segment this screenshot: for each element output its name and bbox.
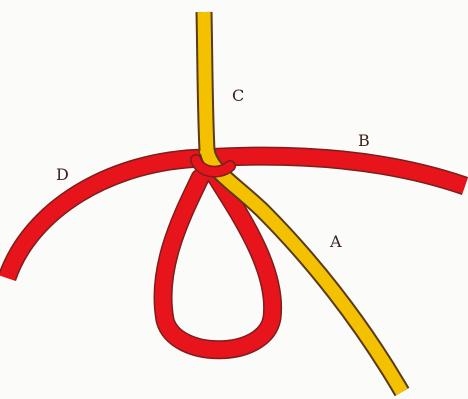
label-b: B: [358, 131, 370, 150]
label-c: C: [232, 86, 244, 105]
label-d: D: [56, 165, 69, 184]
label-a: A: [329, 232, 342, 251]
